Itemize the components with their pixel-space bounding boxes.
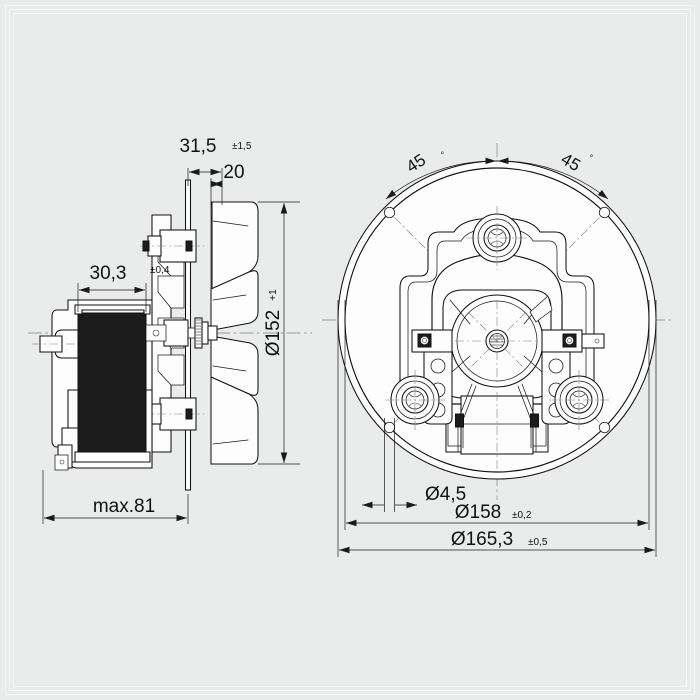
- dim-overall-length: max.81: [42, 470, 189, 524]
- motor-mount-bracket: [399, 217, 605, 470]
- mounting-hole-bottom-right: [598, 421, 611, 434]
- dim-angle-left-unit: °: [439, 149, 448, 160]
- dim-depth-total-tol: ±1,5: [232, 141, 252, 152]
- dim-depth-total-value: 31,5: [180, 136, 217, 157]
- dim-impeller-diameter-value: Ø152: [263, 310, 284, 356]
- dim-impeller-diameter: Ø152 +1: [258, 201, 300, 465]
- dim-motor-width: 30,3 ±0,4: [77, 263, 170, 312]
- dim-bolt-circle-tol: ±0,2: [512, 510, 532, 521]
- motor-stator-block: [74, 304, 151, 463]
- dim-outer-diameter: Ø165,3 ±0,5: [337, 300, 657, 557]
- dim-blade-width: 20: [210, 162, 245, 205]
- connector-leads: [455, 383, 539, 453]
- terminal-block-right: [541, 329, 605, 353]
- dim-angle-left-value: 45: [403, 150, 429, 176]
- dim-angle-right-unit: °: [586, 152, 594, 163]
- damper-mount-top: [466, 206, 528, 270]
- terminal-block-left: [411, 329, 453, 353]
- support-webs: [449, 295, 553, 373]
- dim-hole-diameter: Ø4,5: [362, 418, 466, 512]
- mounting-hole-top-left: [383, 206, 396, 219]
- dim-overall-length-value: max.81: [93, 496, 155, 517]
- dim-bolt-circle: Ø158 ±0,2: [344, 300, 650, 530]
- mounting-holes: [383, 206, 611, 434]
- fan-impeller-profile: [210, 201, 259, 465]
- mounting-hole-top-right: [598, 206, 611, 219]
- damper-mount-bottom-left: [385, 370, 445, 430]
- sheet-frame: [5, 5, 695, 695]
- upper-damper-mount: [140, 229, 204, 263]
- dim-hole-diameter-value: Ø4,5: [425, 484, 466, 505]
- front-circular-view: 45 ° 45 ° Ø4,5 Ø158 ±0,2: [322, 143, 672, 557]
- dim-impeller-diameter-tol: +1: [268, 289, 279, 301]
- damper-mount-bottom-right: [549, 370, 609, 430]
- dim-motor-width-tol: ±0,4: [150, 265, 170, 276]
- side-elevation-view: 31,5 ±1,5 20 30,3 ±0,4 Ø152 +1: [28, 136, 312, 524]
- dim-motor-width-value: 30,3: [90, 263, 127, 284]
- dim-angle-right-value: 45: [558, 149, 584, 175]
- dim-bolt-circle-value: Ø158: [455, 502, 501, 523]
- bracket-shaft-joint: [145, 324, 167, 342]
- motor-body-front: [442, 289, 552, 399]
- dim-blade-width-value: 20: [223, 162, 244, 183]
- dim-outer-diameter-value: Ø165,3: [451, 529, 513, 550]
- mounting-hole-bottom-left: [383, 421, 396, 434]
- dim-outer-diameter-tol: ±0,5: [528, 537, 548, 548]
